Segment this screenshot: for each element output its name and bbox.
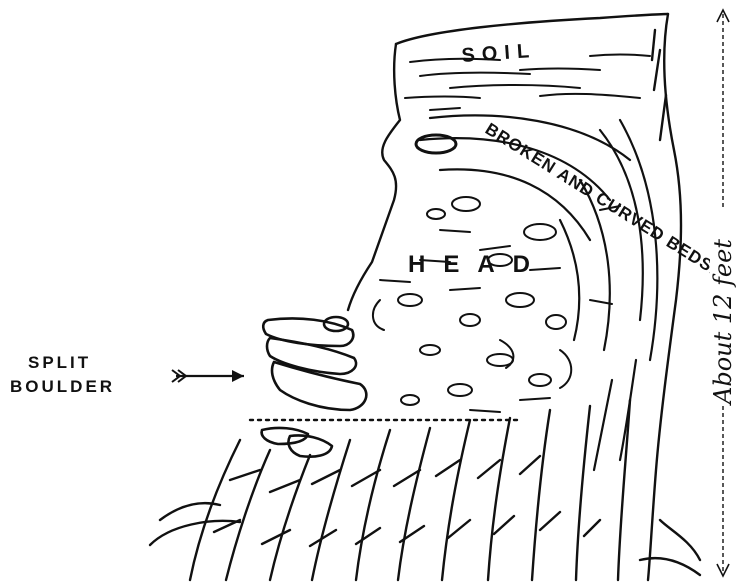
underlying-rock-slabs bbox=[150, 400, 700, 580]
split-boulder-label-line2: BOULDER bbox=[10, 377, 115, 396]
soil-label: SOIL bbox=[461, 40, 537, 67]
arrow-right-icon bbox=[172, 370, 244, 382]
head-label: HEAD bbox=[408, 251, 548, 278]
cliff-outline bbox=[348, 14, 681, 580]
scale-label: About 12 feet bbox=[709, 239, 737, 406]
split-boulder-label-line1: SPLIT bbox=[28, 353, 91, 372]
split-boulder bbox=[262, 317, 367, 457]
